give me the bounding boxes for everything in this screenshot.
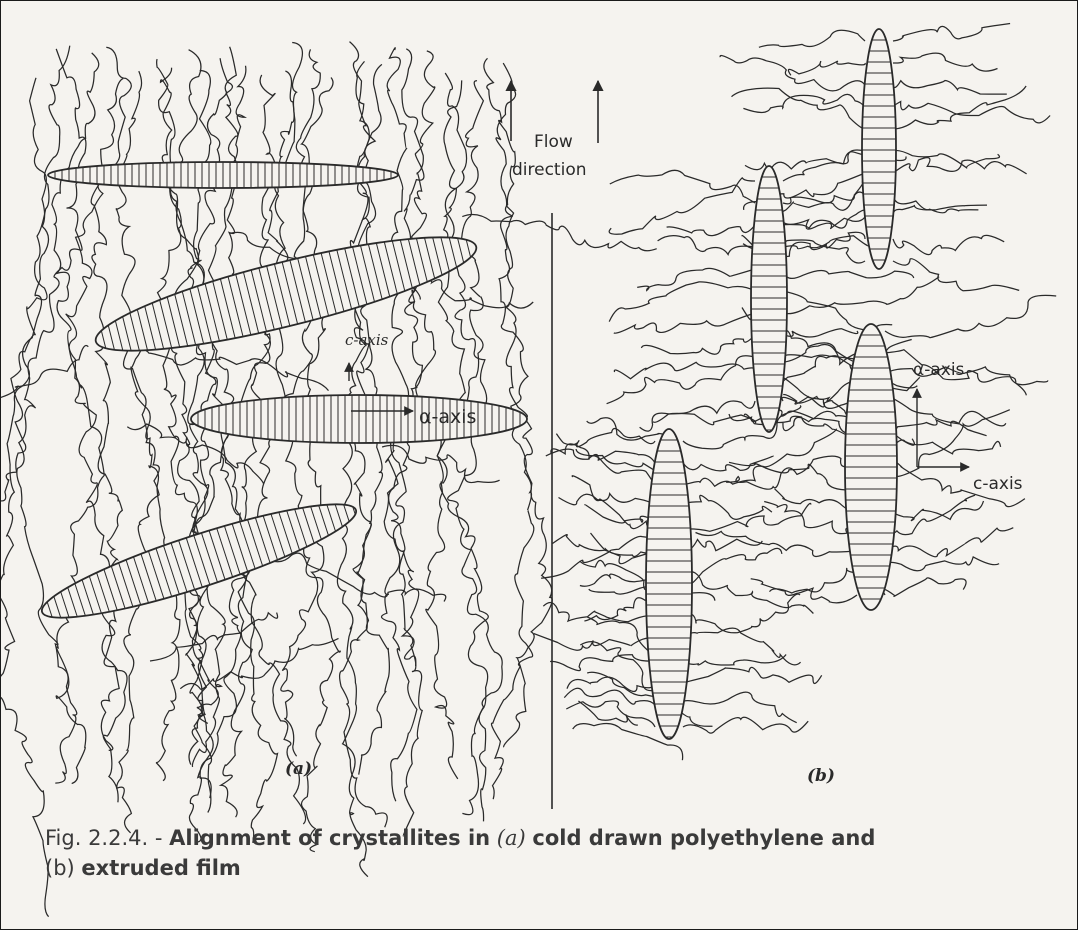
caption-text-3: extruded film: [81, 856, 240, 880]
chain-b-83: [885, 419, 987, 436]
flow-label-line-1: Flow: [534, 132, 573, 152]
crystallite-a-3: [191, 395, 527, 443]
chain-a-5: [66, 79, 127, 803]
chain-b-97: [884, 557, 999, 573]
chain-b-62: [745, 150, 865, 170]
flow-label-line-2: direction: [512, 160, 587, 180]
panel-a-a-axis-label: α-axis: [419, 406, 476, 428]
chain-b-88: [729, 462, 858, 492]
chain-b-28: [609, 178, 755, 234]
chain-b-98: [751, 579, 857, 603]
chain-b-41: [783, 277, 939, 314]
chain-b-42: [641, 335, 755, 354]
caption-b-ref: (b): [45, 856, 75, 880]
chain-b-3: [683, 456, 773, 471]
panel-b-axes: [917, 389, 969, 467]
chain-b-32: [667, 225, 755, 236]
chain-b-58: [743, 94, 865, 112]
crystallite-a-1: [48, 162, 398, 188]
chain-b-31: [783, 182, 863, 204]
crystallite-a-2: [88, 216, 484, 373]
panel-b-label: (b): [807, 766, 835, 786]
chain-b-91: [885, 501, 984, 521]
panel-b-c-axis-label: c-axis: [973, 474, 1023, 494]
crystallite-b-2: [751, 166, 787, 432]
chain-b-79: [885, 367, 1048, 385]
chain-b-27: [683, 717, 808, 733]
chain-b-20: [550, 655, 655, 671]
chain-b-44: [607, 356, 755, 404]
chain-b-56: [720, 56, 865, 91]
chain-b-40: [614, 313, 755, 333]
panel-a-label: (a): [285, 759, 312, 779]
chain-b-63: [893, 150, 999, 167]
panel-b-amorphous-chains: [534, 24, 1056, 761]
chain-b-65: [893, 158, 1027, 174]
chain-a-18: [237, 78, 333, 843]
chain-b-95: [885, 528, 1013, 557]
chain-b-23: [683, 667, 822, 683]
chain-b-55: [893, 53, 998, 71]
chain-a-loop-0: [1, 346, 88, 431]
chain-a-2: [1, 46, 70, 825]
chain-b-14: [584, 595, 655, 621]
chain-b-21: [683, 655, 786, 665]
chain-b-75: [885, 295, 1056, 337]
chain-a-1: [17, 49, 86, 783]
chain-b-48: [653, 401, 755, 422]
chain-b-15: [683, 548, 782, 595]
chain-b-11: [683, 539, 762, 551]
caption-text-1: Alignment of crystallites in: [169, 826, 490, 850]
chain-b-19: [683, 628, 801, 665]
chain-a-9: [131, 50, 201, 781]
panel-a-c-axis-label: c-axis: [345, 331, 389, 349]
chain-b-9: [683, 503, 811, 531]
chain-b-69: [893, 205, 987, 217]
chain-b-24: [564, 688, 655, 705]
caption-a-ref: (a): [497, 826, 526, 850]
chain-a-loop-2: [462, 215, 656, 251]
chain-b-99: [883, 578, 966, 597]
chain-b-81: [885, 396, 1006, 426]
chain-b-38: [609, 282, 755, 322]
crystallite-b-1: [646, 429, 692, 739]
chain-a-0: [1, 78, 49, 917]
chain-a-26: [437, 80, 488, 814]
chain-b-7: [682, 495, 771, 519]
chain-b-57: [893, 81, 1007, 95]
chain-b-5: [683, 429, 837, 487]
chain-b-46: [614, 362, 757, 379]
chain-b-26: [566, 701, 655, 727]
crystallite-b-3: [862, 29, 896, 269]
chain-b-96: [770, 568, 858, 593]
chain-b-53: [893, 24, 1010, 42]
chain-a-11: [184, 58, 238, 723]
chain-b-54: [788, 61, 865, 75]
caption-text-2: cold drawn polyethylene and: [532, 826, 875, 850]
chain-b-6: [559, 494, 656, 507]
chain-b-71: [893, 235, 1004, 254]
chain-b-30: [610, 170, 755, 203]
chain-a-24: [389, 51, 436, 666]
chain-a-loop-3: [413, 279, 533, 309]
figure-caption: Fig. 2.2.4. - Alignment of crystallites …: [45, 823, 1055, 883]
chain-a-14: [260, 75, 340, 852]
chain-b-86: [726, 456, 857, 489]
caption-number: Fig. 2.2.4. -: [45, 826, 162, 850]
chain-b-17: [683, 594, 800, 633]
chain-b-4: [551, 444, 655, 485]
chain-b-85: [885, 440, 1001, 454]
chain-b-94: [696, 531, 858, 556]
chain-b-45: [783, 340, 912, 361]
chain-b-37: [783, 269, 914, 278]
crystallite-a-4: [34, 485, 364, 636]
crystallite-b-4: [845, 324, 897, 610]
chain-b-34: [658, 236, 755, 255]
panel-b-a-axis-label: α-axis: [913, 360, 965, 380]
chain-b-52: [759, 30, 865, 47]
